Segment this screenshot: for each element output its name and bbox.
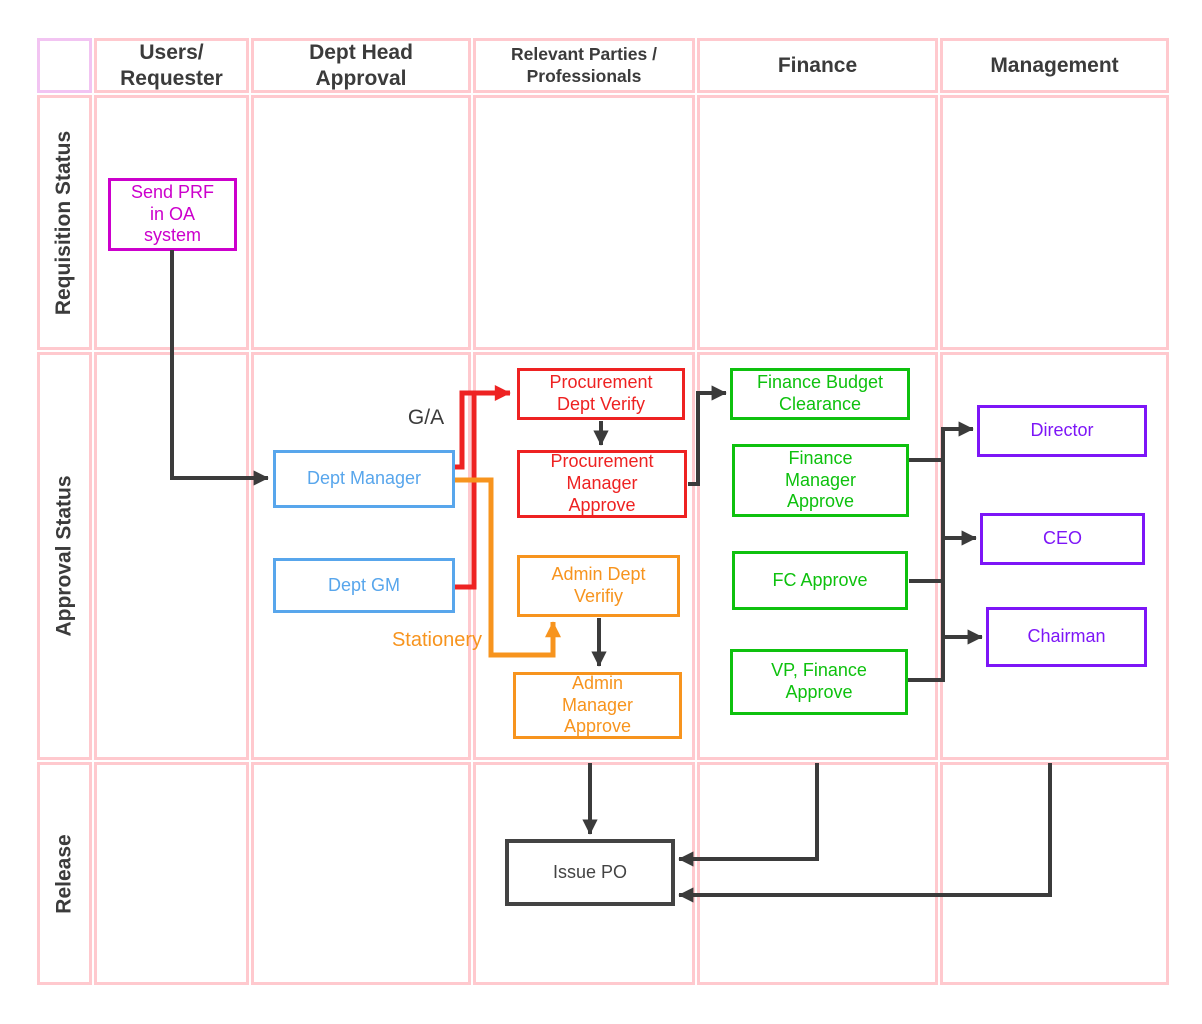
node-issue-po[interactable]: Issue PO: [505, 839, 675, 906]
node-ceo[interactable]: CEO: [980, 513, 1145, 565]
node-admin-manager-approve[interactable]: Admin Manager Approve: [513, 672, 682, 739]
node-finance-budget-clearance[interactable]: Finance Budget Clearance: [730, 368, 910, 420]
edge-label-stationery: Stationery: [391, 629, 483, 651]
row-header-requisition-status: Requisition Status: [37, 95, 92, 350]
node-fc-approve[interactable]: FC Approve: [732, 551, 908, 610]
edge-label-ga: G/A: [407, 406, 445, 429]
node-director[interactable]: Director: [977, 405, 1147, 457]
row-header-release: Release: [37, 762, 92, 985]
row-header-approval-status: Approval Status: [37, 352, 92, 760]
node-send-prf[interactable]: Send PRF in OA system: [108, 178, 237, 251]
node-vp-finance-approve[interactable]: VP, Finance Approve: [730, 649, 908, 715]
column-header-users-requester: Users/ Requester: [94, 38, 249, 93]
corner-cell: [37, 38, 92, 93]
column-header-finance: Finance: [697, 38, 938, 93]
node-procurement-dept-verify[interactable]: Procurement Dept Verify: [517, 368, 685, 420]
column-header-dept-head-approval: Dept Head Approval: [251, 38, 471, 93]
node-dept-gm[interactable]: Dept GM: [273, 558, 455, 613]
node-procurement-manager-approve[interactable]: Procurement Manager Approve: [517, 450, 687, 518]
column-header-relevant-parties: Relevant Parties / Professionals: [473, 38, 695, 93]
node-admin-dept-verify[interactable]: Admin Dept Verifiy: [517, 555, 680, 617]
node-dept-manager[interactable]: Dept Manager: [273, 450, 455, 508]
column-header-management: Management: [940, 38, 1169, 93]
node-chairman[interactable]: Chairman: [986, 607, 1147, 667]
node-finance-manager-approve[interactable]: Finance Manager Approve: [732, 444, 909, 517]
